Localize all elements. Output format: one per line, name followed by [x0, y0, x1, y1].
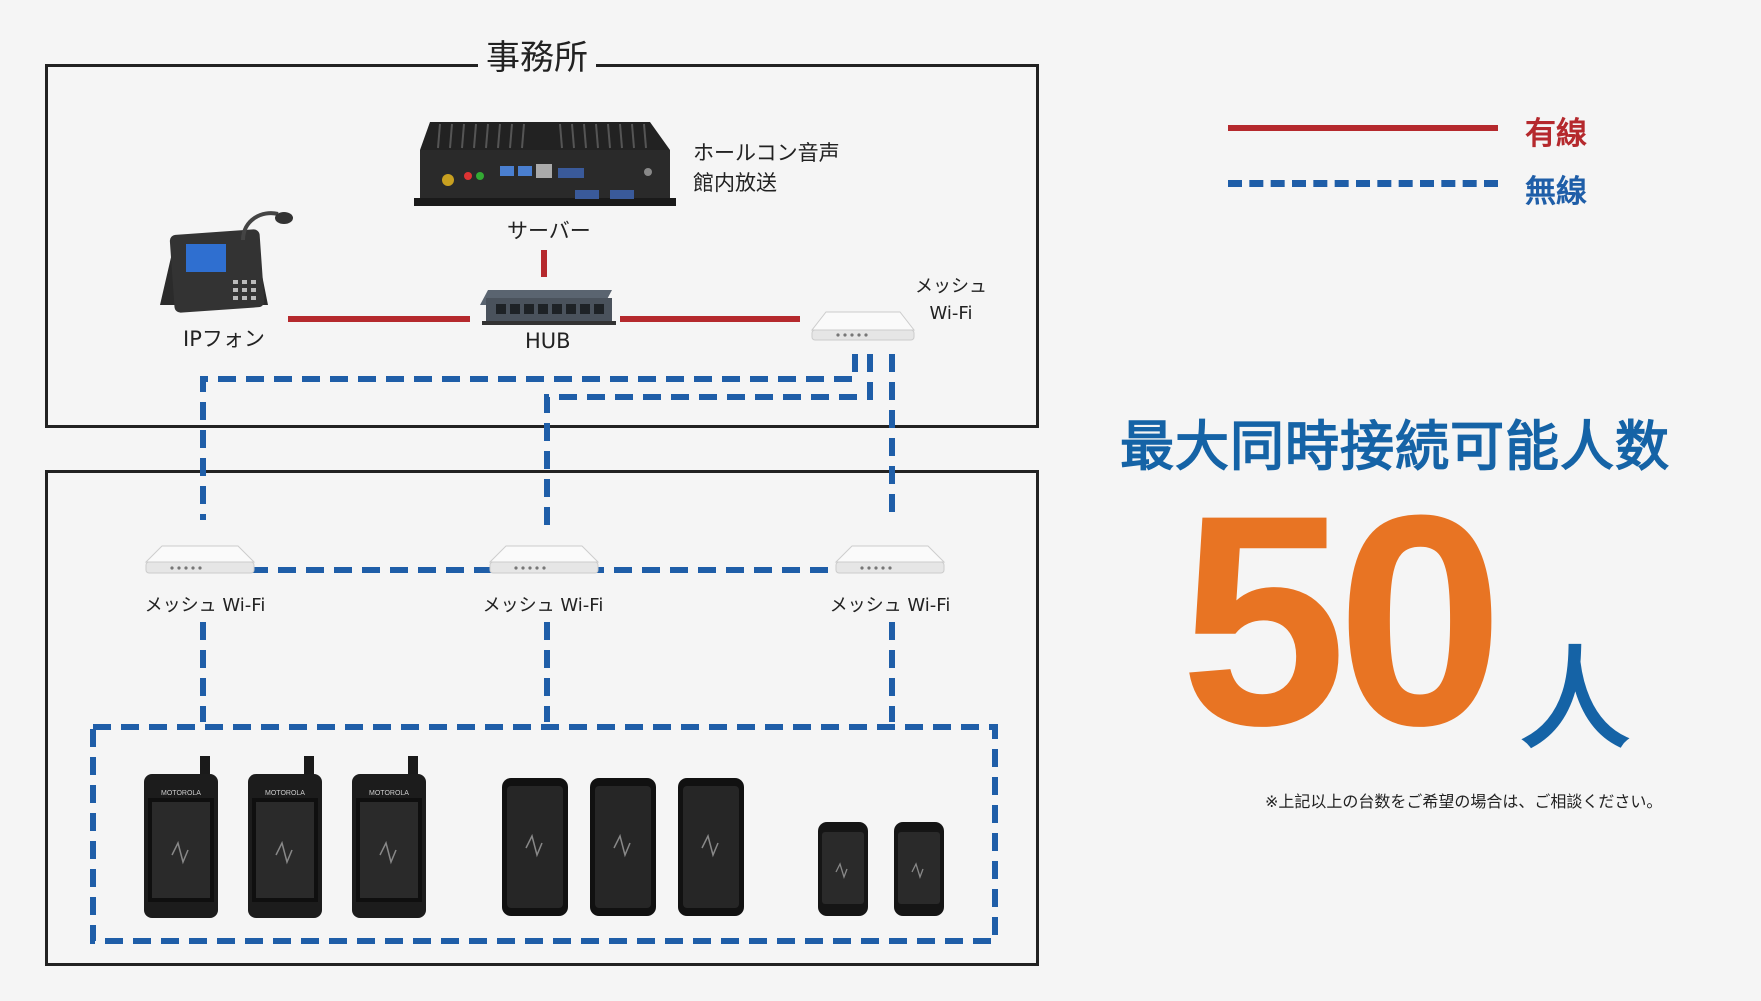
legend-wireless-line: [1228, 180, 1498, 187]
hub-icon: [480, 290, 616, 325]
radio-brand-3: MOTOROLA: [369, 790, 409, 797]
wireless-office-to-center-mesh: [544, 354, 873, 530]
radio-device-2: [248, 756, 322, 918]
ipphone-label: IPフォン: [183, 327, 265, 351]
floor-zone-box: [45, 470, 1039, 966]
radio-device-3: [352, 756, 426, 918]
server-label: サーバー: [507, 219, 591, 243]
radio-brand-1: MOTOROLA: [161, 790, 201, 797]
mesh-label-center: メッシュ Wi-Fi: [482, 595, 604, 616]
smartphone-device-3: [678, 778, 744, 916]
office-title: 事務所: [478, 36, 596, 80]
server-note-line2: 館内放送: [693, 171, 777, 195]
consultation-note: ※上記以上の台数をご希望の場合は、ご相談ください。: [1265, 792, 1663, 811]
smartphone-device-1: [502, 778, 568, 916]
max-connections-heading: 最大同時接続可能人数: [1120, 415, 1670, 478]
office-mesh-wifi-icon: [810, 311, 916, 341]
mesh-label-right: メッシュ Wi-Fi: [829, 595, 951, 616]
mesh-wifi-icon-right: [834, 545, 946, 574]
max-connections-unit: 人: [1520, 636, 1630, 764]
radio-device-1: [144, 756, 218, 918]
wireless-office-to-left-mesh: [200, 354, 858, 520]
device-group-boundary: [90, 724, 998, 944]
mesh-label-left: メッシュ Wi-Fi: [144, 595, 266, 616]
ipphone-icon: [160, 211, 293, 313]
legend-wireless-label: 無線: [1525, 174, 1587, 210]
radio-brand-2: MOTOROLA: [265, 790, 305, 797]
compact-phone-device-1: [818, 822, 868, 916]
office-mesh-label-line2: Wi-Fi: [929, 303, 973, 324]
mesh-wifi-icon-left: [144, 545, 256, 574]
smartphone-device-2: [590, 778, 656, 916]
mesh-wifi-icon-center: [488, 545, 600, 574]
server-note-line1: ホールコン音声: [693, 141, 840, 165]
wired-links: [288, 250, 800, 322]
office-mesh-label-line1: メッシュ: [915, 276, 987, 297]
server-icon: [414, 122, 676, 206]
compact-phone-device-2: [894, 822, 944, 916]
legend-wired-label: 有線: [1525, 116, 1587, 152]
hub-label: HUB: [525, 329, 571, 353]
max-connections-number: 50: [1180, 452, 1504, 788]
legend-wired-line: [1228, 125, 1498, 131]
